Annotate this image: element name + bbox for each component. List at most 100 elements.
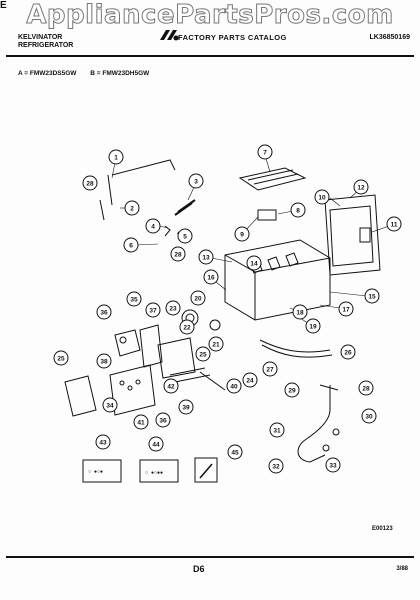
callout-36: 36	[96, 304, 112, 320]
callout-43: 43	[95, 434, 111, 450]
svg-text:40: 40	[230, 384, 238, 391]
callout-23: 23	[165, 300, 181, 316]
svg-text:43: 43	[99, 440, 107, 447]
svg-text:33: 33	[329, 463, 337, 470]
callout-7: 7	[257, 144, 273, 160]
callout-28-right: 28	[358, 380, 374, 396]
callout-10: 10	[314, 189, 330, 205]
svg-text:42: 42	[167, 384, 175, 391]
svg-text:○ ●○●: ○ ●○●	[88, 469, 103, 475]
svg-text:22: 22	[183, 325, 191, 332]
svg-text:6: 6	[129, 243, 133, 250]
callout-15: 15	[364, 288, 380, 304]
svg-text:28: 28	[362, 386, 370, 393]
callout-6: 6	[123, 237, 139, 253]
callout-3: 3	[188, 173, 204, 189]
svg-text:13: 13	[202, 255, 210, 262]
callout-36-b: 36	[155, 412, 171, 428]
callout-26: 26	[340, 344, 356, 360]
svg-text:4: 4	[151, 224, 155, 231]
callout-30: 30	[361, 408, 377, 424]
brand-name: KELVINATOR	[18, 34, 63, 41]
svg-text:8: 8	[296, 208, 300, 215]
callout-22: 22	[179, 319, 195, 335]
callout-2: 2	[124, 200, 140, 216]
svg-text:24: 24	[246, 378, 254, 385]
svg-text:41: 41	[137, 420, 145, 427]
callout-25-b: 25	[195, 346, 211, 362]
catalog-code: LK36850169	[369, 34, 410, 41]
svg-text:29: 29	[288, 388, 296, 395]
svg-text:32: 32	[272, 464, 280, 471]
svg-text:35: 35	[130, 297, 138, 304]
page-date: 3/88	[396, 566, 408, 572]
svg-text:15: 15	[368, 294, 376, 301]
svg-text:38: 38	[100, 359, 108, 366]
product-type: REFRIGERATOR	[18, 42, 74, 49]
callout-31: 31	[269, 422, 285, 438]
svg-text:25: 25	[57, 356, 65, 363]
fill-tube	[107, 159, 176, 206]
callout-11: 11	[386, 216, 402, 232]
callout-32: 32	[268, 458, 284, 474]
callout-markers: 1 28 2 3 4 5 6 28 7 8 9 10 11 12 13 14 1…	[53, 144, 402, 474]
svg-text:5: 5	[183, 234, 187, 241]
svg-text:12: 12	[357, 185, 365, 192]
svg-text:20: 20	[194, 296, 202, 303]
svg-text:23: 23	[169, 306, 177, 313]
callout-16: 16	[203, 269, 219, 285]
callout-35: 35	[126, 291, 142, 307]
callout-20: 20	[190, 290, 206, 306]
callout-12: 12	[353, 179, 369, 195]
left-margin-mark: E	[0, 0, 7, 11]
svg-text:44: 44	[152, 442, 160, 449]
brand-block: KELVINATOR REFRIGERATOR	[18, 34, 73, 50]
watermark: AppliancePartsPros.com	[26, 0, 394, 31]
svg-text:11: 11	[391, 222, 398, 229]
svg-text:36: 36	[159, 418, 167, 425]
callout-24: 24	[242, 372, 258, 388]
svg-text:26: 26	[344, 350, 352, 357]
callout-28-top: 28	[82, 175, 98, 191]
callout-13: 13	[198, 249, 214, 265]
svg-text:10: 10	[318, 195, 326, 202]
svg-text:31: 31	[273, 428, 281, 435]
callout-27: 27	[262, 361, 278, 377]
callout-29: 29	[284, 382, 300, 398]
svg-text:1: 1	[114, 155, 118, 162]
callout-34: 34	[102, 397, 118, 413]
callout-40: 40	[226, 378, 242, 394]
callout-21: 21	[208, 336, 224, 352]
callout-28-mid: 28	[170, 246, 186, 262]
screw-28	[99, 199, 105, 221]
callout-17: 17	[338, 301, 354, 317]
svg-text:19: 19	[309, 324, 317, 331]
callout-18: 18	[292, 304, 308, 320]
svg-text:37: 37	[149, 308, 157, 315]
svg-text:9: 9	[240, 232, 244, 239]
header-rule	[6, 55, 414, 57]
model-list: A = FMW23DS5GW B = FMW23DH5GW	[18, 70, 161, 77]
callout-38: 38	[96, 353, 112, 369]
callout-37: 37	[145, 302, 161, 318]
svg-text:18: 18	[296, 310, 304, 317]
callout-39: 39	[178, 399, 194, 415]
svg-text:2: 2	[130, 206, 134, 213]
callout-41: 41	[133, 414, 149, 430]
model-b: B = FMW23DH5GW	[90, 70, 150, 77]
svg-text:27: 27	[266, 367, 274, 374]
svg-text:34: 34	[106, 403, 114, 410]
callout-19: 19	[305, 318, 321, 334]
svg-text:36: 36	[100, 310, 108, 317]
callout-4: 4	[145, 218, 161, 234]
model-a: A = FMW23DS5GW	[18, 70, 77, 77]
page-number: D6	[193, 564, 205, 574]
callout-9: 9	[234, 226, 250, 242]
callout-42: 42	[163, 378, 179, 394]
svg-text:16: 16	[207, 275, 215, 282]
svg-text:14: 14	[250, 261, 258, 268]
svg-text:28: 28	[86, 181, 94, 188]
callout-45: 45	[227, 444, 243, 460]
